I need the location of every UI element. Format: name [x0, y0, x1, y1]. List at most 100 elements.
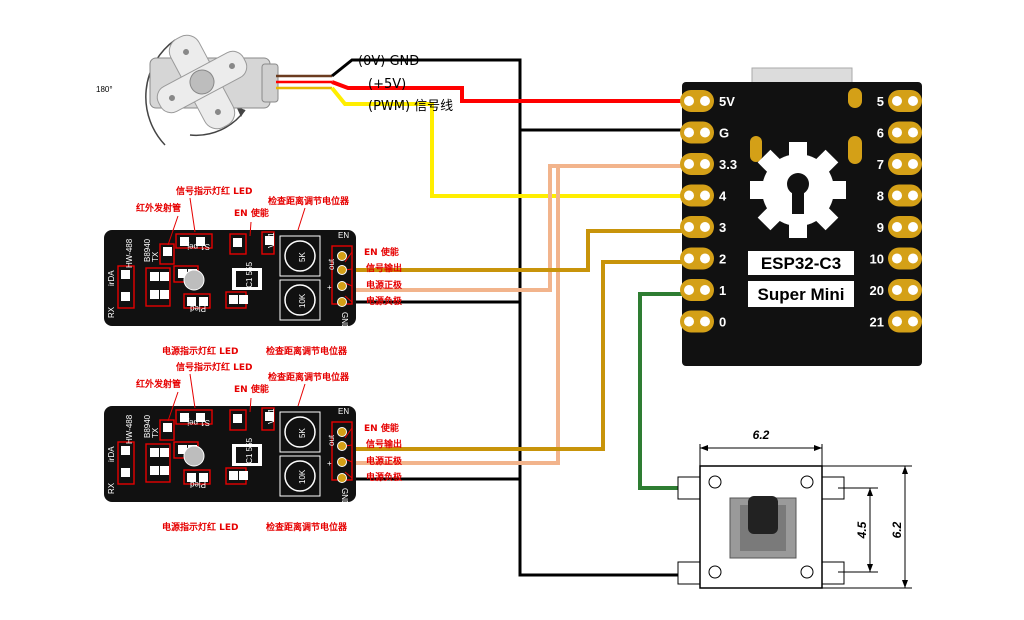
ir-header-pin: [337, 441, 347, 451]
rotation-arrow-icon: [236, 106, 245, 117]
ir-silk-irda: irDA: [107, 270, 116, 286]
esp32-left-pad: [680, 184, 714, 207]
esp32-left-pin-label: 2: [719, 252, 726, 267]
button-wire: [638, 292, 692, 490]
ir-silk-b8940: B8940: [143, 414, 152, 438]
pwm-wire: [330, 86, 692, 198]
ir-silk-pled: Pled: [190, 480, 206, 489]
esp32-left-pad: [680, 153, 714, 175]
ir-silk-rx: RX: [107, 306, 116, 318]
dim-outer-label: 6.2: [890, 521, 904, 538]
vcc-5v-wire: [331, 80, 692, 103]
ir-header-pin: [337, 251, 347, 261]
ir-silk-pot_5k: 5K: [298, 252, 307, 262]
ir-silk-rx: RX: [107, 482, 116, 494]
ir-silk-out: out: [327, 258, 336, 270]
ir-callout-distance-pot: 检查距离调节电位器: [266, 345, 348, 357]
ir-callout-pin-vcc: 电源正极: [366, 279, 403, 291]
ir-header-pin: [337, 457, 347, 467]
ir-callout-pin-en: EN 使能: [364, 422, 399, 434]
dim-top-label: 6.2: [753, 428, 770, 442]
ir-callout-ir-emitter: 红外发射管: [136, 202, 181, 214]
ir-callout-distance-pot: 检查距离调节电位器: [268, 195, 350, 207]
ir-header-pin: [337, 265, 347, 275]
ir-callout-signal-led: 信号指示灯红 LED: [176, 185, 253, 197]
ir-silk-vr1: VR1: [267, 232, 276, 248]
esp32-left-pad: [680, 216, 714, 238]
ir-callout-pin-vcc: 电源正极: [366, 455, 403, 467]
ir-callout-distance-pot: 检查距离调节电位器: [266, 521, 348, 533]
servo-motor: 180°: [96, 34, 279, 146]
vcc-3v3-wires: [352, 164, 692, 465]
push-button: 6.2 4.5 6.2: [677, 428, 912, 589]
ir-silk-pot_5k: 5K: [298, 428, 307, 438]
dim-inner-label: 4.5: [855, 521, 869, 539]
esp32-left-pin-label: 3.3: [719, 157, 737, 172]
ir-callout-pin-gnd: 电源负极: [366, 295, 403, 307]
ir-silk-en: EN: [338, 407, 349, 416]
ir-callout-pin-en: EN 使能: [364, 246, 399, 258]
esp32-left-pad: [680, 90, 714, 112]
ir-silk-en: EN: [338, 231, 349, 240]
ir-callout-distance-pot: 检查距离调节电位器: [268, 371, 350, 383]
chip-name: ESP32-C3: [761, 254, 841, 273]
ir-silk-pled: Pled: [190, 304, 206, 313]
ir-callout-ir-emitter: 红外发射管: [136, 378, 181, 390]
ir-callout-power-led: 电源指示灯红 LED: [162, 521, 239, 533]
ir-header-pin: [337, 427, 347, 437]
esp32-right-pin-label: 21: [870, 315, 884, 330]
esp32-left-pin-label: 5V: [719, 94, 735, 109]
ir-callout-pin-out: 信号输出: [366, 262, 402, 274]
vcc-wire-label: (+5V): [368, 77, 406, 92]
ir-header-pin: [337, 297, 347, 307]
ir-callout-power-led: 电源指示灯红 LED: [162, 345, 239, 357]
ir-silk-plus: +: [327, 283, 332, 292]
ir-silk-plus: +: [327, 459, 332, 468]
ir-silk-model: HW-488: [125, 238, 134, 268]
esp32-left-pad: [680, 121, 714, 144]
button-cap: [748, 496, 778, 534]
servo-horn: [156, 34, 248, 130]
esp32-left-pin-label: 3: [719, 220, 726, 235]
esp32-board: ESP32-C3 Super Mini 5VG3.343210567891020…: [680, 67, 922, 366]
ir-callout-en-enable: EN 使能: [234, 383, 269, 395]
ir-callout-signal-led: 信号指示灯红 LED: [176, 361, 253, 373]
esp32-right-pad: [888, 153, 922, 175]
esp32-right-pin-label: 9: [877, 220, 884, 235]
ir-silk-vr1: VR1: [267, 408, 276, 424]
ir-silk-ic: IC1 555: [245, 437, 254, 466]
esp32-left-pad: [680, 310, 714, 333]
ir-silk-tx: TX: [151, 427, 160, 438]
ir-silk-gnd: GND: [340, 312, 349, 330]
esp32-left-pin-label: 1: [719, 283, 726, 298]
esp32-right-pad: [888, 310, 922, 333]
esp32-right-pad: [888, 279, 922, 301]
esp32-left-pin-label: G: [719, 126, 729, 141]
ir-header-pin: [337, 281, 347, 291]
gnd-wire-label: (0V) GND: [358, 54, 419, 69]
ir-callout-en-enable: EN 使能: [234, 207, 269, 219]
gnd-wires: [331, 58, 692, 577]
ir-silk-s1: S1 pej: [187, 242, 210, 251]
ir-led-dome: [183, 269, 205, 291]
esp32-right-pad: [888, 216, 922, 238]
servo-wire-bundle: [276, 74, 332, 90]
esp32-right-pin-label: 8: [877, 189, 884, 204]
esp32-right-pad: [888, 90, 922, 112]
esp32-right-pin-label: 6: [877, 126, 884, 141]
ir-header-pin: [337, 473, 347, 483]
chip-label-box-2: [748, 281, 854, 307]
chip-subname: Super Mini: [758, 285, 845, 304]
chip-label-box-1: [748, 251, 854, 275]
esp32-right-pad: [888, 247, 922, 270]
pwm-wire-label: (PWM) 信号线: [368, 99, 453, 114]
esp32-left-pad: [680, 247, 714, 270]
esp32-right-pad: [888, 121, 922, 144]
ir-silk-irda: irDA: [107, 446, 116, 462]
ir-led-dome: [183, 445, 205, 467]
